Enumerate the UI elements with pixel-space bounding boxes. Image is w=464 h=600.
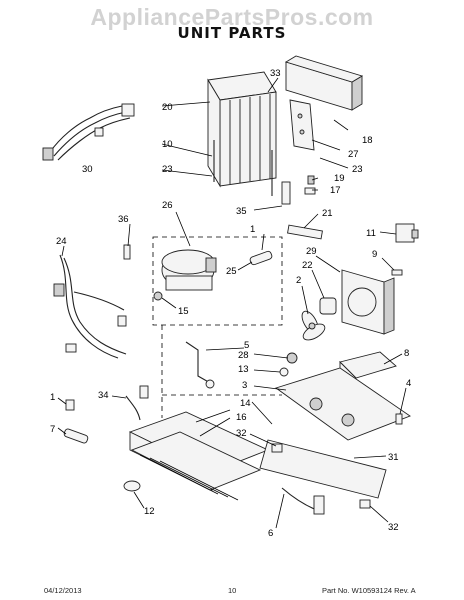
foot-12 <box>123 480 141 492</box>
fan-shroud-29 <box>341 269 395 335</box>
callout-2: 2 <box>296 275 301 286</box>
callout-27: 27 <box>348 149 359 160</box>
callout-12: 12 <box>144 506 155 517</box>
callout-3: 3 <box>242 380 247 391</box>
callout-26: 26 <box>162 200 173 211</box>
callout-7: 7 <box>50 424 55 435</box>
callout-32-top: 32 <box>236 428 247 439</box>
drain-tube-6 <box>281 487 325 515</box>
callout-36: 36 <box>118 214 129 225</box>
callout-8: 8 <box>404 348 409 359</box>
clip-32b <box>359 499 371 509</box>
screw-9 <box>391 269 403 276</box>
leader-lines <box>57 77 407 529</box>
wiring-harness-24 <box>53 254 127 359</box>
callout-23-left: 23 <box>162 164 173 175</box>
clip-35 <box>281 181 291 205</box>
callout-18: 18 <box>362 135 373 146</box>
callout-11: 11 <box>366 228 376 239</box>
callout-24: 24 <box>56 236 67 247</box>
diagram-title: UNIT PARTS <box>177 24 287 42</box>
callout-30: 30 <box>82 164 93 175</box>
callout-4: 4 <box>406 378 411 389</box>
cover-panel-31 <box>259 439 387 499</box>
callout-34: 34 <box>98 390 109 401</box>
plug-7 <box>63 428 89 444</box>
screw-36 <box>123 244 131 260</box>
mounting-bracket-33 <box>284 55 364 111</box>
thermistor-34 <box>125 385 149 421</box>
capacitor-25 <box>249 250 273 266</box>
callout-23-right: 23 <box>352 164 363 175</box>
grommet-28 <box>286 352 298 364</box>
screw-1 <box>65 399 75 411</box>
grommet-13 <box>279 367 289 377</box>
screw-4 <box>395 413 403 425</box>
screw-19 <box>307 175 315 185</box>
compressor-26 <box>153 249 217 301</box>
condenser-bracket-27 <box>289 99 315 151</box>
condenser-assembly <box>207 71 277 196</box>
callout-19: 19 <box>334 173 345 184</box>
footer-page-number: 10 <box>228 586 237 595</box>
condenser-coil-12 <box>130 431 262 501</box>
callout-33: 33 <box>270 68 281 79</box>
footer-date: 04/12/2013 <box>44 586 82 595</box>
wiring-harness-30 <box>42 103 135 161</box>
callout-16: 16 <box>236 412 247 423</box>
callout-22: 22 <box>302 260 313 271</box>
base-plate-3 <box>275 367 411 441</box>
callout-21: 21 <box>322 208 333 219</box>
callout-9: 9 <box>372 249 377 260</box>
watermark: AppliancePartsPros.com <box>90 4 374 30</box>
callout-10: 10 <box>162 139 173 150</box>
clip-17 <box>304 187 316 195</box>
callout-20: 20 <box>162 102 173 113</box>
fan-motor-22 <box>319 297 337 315</box>
callout-29: 29 <box>306 246 317 257</box>
callout-6: 6 <box>268 528 273 539</box>
fan-blade-2 <box>301 310 326 341</box>
callout-14: 14 <box>240 398 251 409</box>
callout-1-top: 1 <box>250 224 255 235</box>
callout-31: 31 <box>388 452 399 463</box>
callout-1-left: 1 <box>50 392 55 403</box>
callout-32-bottom: 32 <box>388 522 399 533</box>
callout-35: 35 <box>236 206 247 217</box>
callout-17: 17 <box>330 185 341 196</box>
tube-fitting-5 <box>185 341 215 389</box>
clip-32a <box>271 443 283 453</box>
relay-11 <box>395 223 419 243</box>
callout-25: 25 <box>226 266 237 277</box>
callout-5: 5 <box>244 340 249 351</box>
callout-15: 15 <box>178 306 189 317</box>
footer-part-number: Part No. W10593124 Rev. A <box>322 586 416 595</box>
drier-21 <box>287 224 323 240</box>
callout-28: 28 <box>238 350 249 361</box>
callout-13: 13 <box>238 364 249 375</box>
compressor-compartment-outline <box>152 236 283 326</box>
